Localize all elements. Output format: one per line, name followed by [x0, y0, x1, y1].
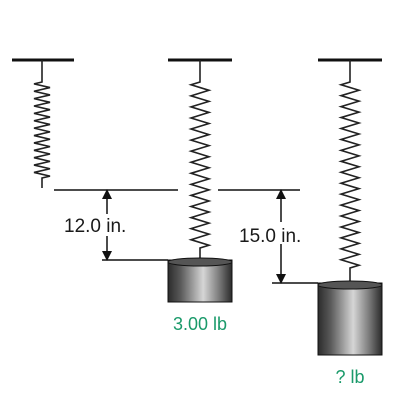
spring-unloaded: [33, 60, 51, 188]
dimension-label-15in: 15.0 in.: [239, 226, 301, 247]
dimension-label-12in: 12.0 in.: [64, 216, 126, 237]
spring-with-unknown-weight: [338, 60, 362, 283]
weight-label-unknown: ? lb: [335, 367, 364, 387]
weight-unknown: [317, 280, 383, 356]
spring-with-known-weight: [188, 60, 212, 260]
weight-3lb: [167, 257, 233, 303]
weight-label-known: 3.00 lb: [173, 314, 227, 334]
